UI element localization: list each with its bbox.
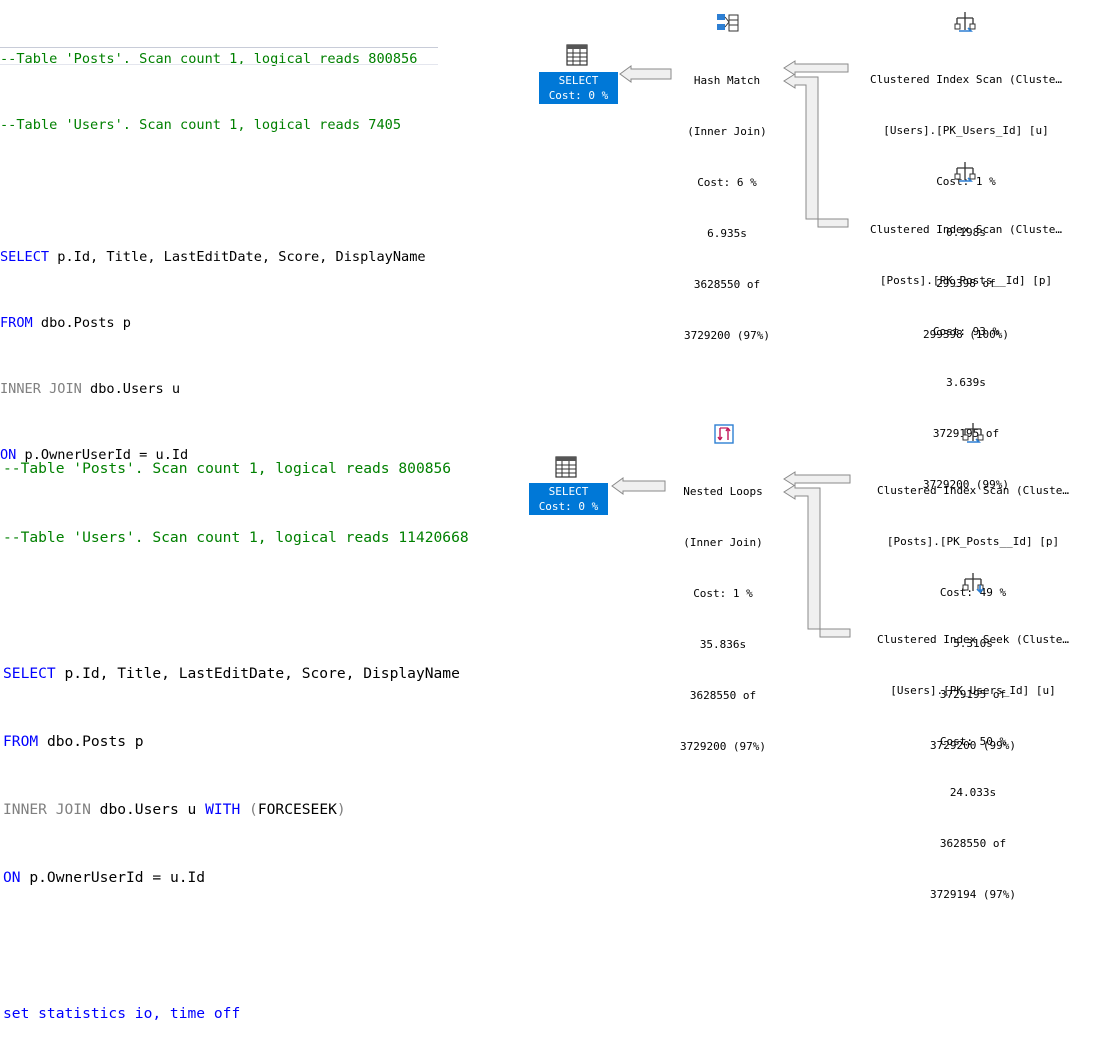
stats-line-posts: --Table 'Posts'. Scan count 1, logical r… [3,460,452,478]
keyword-inner-join: INNER JOIN [3,800,91,818]
select-node-2[interactable]: SELECT Cost: 0 % [529,483,608,515]
plan-connectors [611,60,851,638]
arrow-bottom-to-join-1 [783,73,849,228]
clustered-index-scan-icon[interactable] [961,421,985,445]
nested-loops-node[interactable]: Nested Loops (Inner Join) Cost: 1 % 35.8… [679,485,767,753]
nested-loops-icon[interactable] [712,422,736,446]
sql-line-from: FROM dbo.Posts p [3,732,144,750]
arrow-bottom-to-join-2 [783,484,851,638]
divider [0,47,438,48]
keyword-on: ON [0,447,17,463]
divider [0,64,438,65]
query-editor-1[interactable]: --Table 'Posts'. Scan count 1, logical r… [0,4,426,488]
select-node-title: SELECT [548,485,589,498]
hint-forceseek: FORCESEEK [257,800,337,818]
keyword-select: SELECT [0,249,50,265]
select-result-icon[interactable] [566,44,588,66]
keyword-with: WITH [205,800,241,818]
sql-line-select: SELECT p.Id, Title, LastEditDate, Score,… [3,664,460,682]
sql-line-set-statistics: set statistics io, time off [3,1005,241,1023]
clustered-index-scan-icon[interactable] [953,10,977,34]
stats-line-posts: --Table 'Posts'. Scan count 1, logical r… [0,51,418,67]
sql-line-select: SELECT p.Id, Title, LastEditDate, Score,… [0,249,426,265]
keyword-inner-join: INNER JOIN [0,381,82,397]
arrow-join-to-select-2 [611,477,666,495]
stats-line-users: --Table 'Users'. Scan count 1, logical r… [3,528,469,546]
keyword-from: FROM [3,732,39,750]
hash-match-icon[interactable] [716,12,740,34]
keyword-select: SELECT [3,664,56,682]
sql-line-join: INNER JOIN dbo.Users u [0,381,181,397]
sql-line-from: FROM dbo.Posts p [0,315,131,331]
sql-line-join: INNER JOIN dbo.Users u WITH (FORCESEEK) [3,800,346,818]
select-result-icon[interactable] [555,456,577,478]
index-seek-users-node[interactable]: Clustered Index Seek (Cluste… [Users].[P… [876,633,1070,901]
clustered-index-seek-icon[interactable] [961,571,985,595]
hash-match-node[interactable]: Hash Match (Inner Join) Cost: 6 % 6.935s… [683,74,771,342]
index-scan-users-node[interactable]: Clustered Index Scan (Cluste… [Users].[P… [869,73,1063,341]
clustered-index-scan-icon[interactable] [953,160,977,184]
stats-line-users: --Table 'Users'. Scan count 1, logical r… [0,117,402,133]
sql-line-on: ON p.OwnerUserId = u.Id [0,447,189,463]
select-node-title: SELECT [558,74,599,87]
keyword-from: FROM [0,315,33,331]
arrow-top-to-join-1 [783,60,849,76]
select-node-cost: Cost: 0 % [538,500,599,513]
arrow-top-to-join-2 [783,471,851,487]
keyword-on: ON [3,868,21,886]
arrow-join-to-select-1 [619,65,672,83]
select-node-cost: Cost: 0 % [548,89,609,102]
select-node-1[interactable]: SELECT Cost: 0 % [539,72,618,104]
index-scan-posts-node[interactable]: Clustered Index Scan (Cluste… [Posts].[P… [869,223,1063,491]
sql-line-on: ON p.OwnerUserId = u.Id [3,868,206,886]
